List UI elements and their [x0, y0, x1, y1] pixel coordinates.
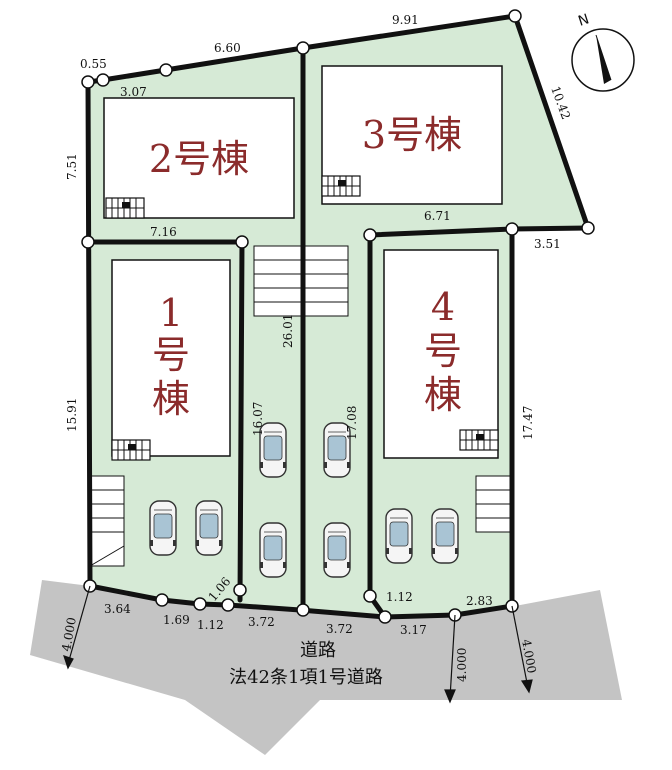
north-label: N: [576, 11, 591, 29]
ac-unit-4: [459, 429, 499, 451]
north-compass: N: [571, 11, 635, 92]
dim-1591: 15.91: [65, 398, 79, 432]
dim-283: 2.83: [466, 594, 493, 608]
house-1-label-char2: 号: [152, 333, 190, 377]
dim-112a: 1.12: [197, 618, 224, 632]
dim-364: 3.64: [104, 602, 131, 616]
dim-1747: 17.47: [521, 406, 535, 440]
dim-660: 6.60: [214, 41, 241, 55]
car-1b: [195, 500, 223, 556]
dim-055: 0.55: [80, 57, 107, 71]
dim-716: 7.16: [150, 225, 177, 239]
house-1-label-char3: 棟: [152, 377, 190, 421]
house-2-label: 2号棟: [149, 137, 249, 181]
dim-4000a: 4.000: [59, 616, 79, 652]
car-3b: [323, 522, 351, 578]
car-2b: [259, 522, 287, 578]
dim-372b: 3.72: [326, 622, 353, 636]
road-type-label: 法42条1項1号道路: [229, 667, 383, 688]
stair-left: [89, 475, 125, 567]
dim-307: 3.07: [120, 85, 147, 99]
dim-751: 7.51: [65, 153, 79, 180]
dim-112b: 1.12: [386, 590, 413, 604]
road-area: [30, 580, 622, 755]
dim-372a: 3.72: [248, 615, 275, 629]
ac-unit-3: [321, 175, 361, 197]
house-1-label-char1: 1: [159, 291, 183, 335]
car-4b: [431, 508, 459, 564]
dim-317: 3.17: [400, 623, 427, 637]
house-4-label-char1: 4: [431, 285, 455, 329]
house-4-label-char3: 棟: [424, 373, 462, 417]
house-1: [111, 259, 231, 457]
ac-unit-1: [111, 439, 151, 461]
stair-right: [475, 475, 511, 533]
road-width-arrows: [63, 585, 533, 704]
car-1a: [149, 500, 177, 556]
dim-2601: 26.01: [281, 314, 295, 348]
dim-169: 1.69: [163, 613, 190, 627]
dim-351: 3.51: [534, 237, 561, 251]
dim-1607: 16.07: [251, 402, 265, 436]
house-4-label-char2: 号: [424, 329, 462, 373]
dim-671: 6.71: [424, 209, 451, 223]
house-3-label: 3号棟: [362, 113, 462, 157]
house-4: [383, 249, 499, 459]
dim-991: 9.91: [392, 13, 419, 27]
dim-4000c: 4.000: [519, 638, 539, 674]
dim-1708: 17.08: [345, 406, 359, 440]
corner-markers: [81, 9, 595, 624]
road-label: 道路: [300, 640, 336, 661]
ac-unit-2: [105, 197, 145, 219]
dim-4000b: 4.000: [455, 648, 469, 682]
car-4a: [385, 508, 413, 564]
